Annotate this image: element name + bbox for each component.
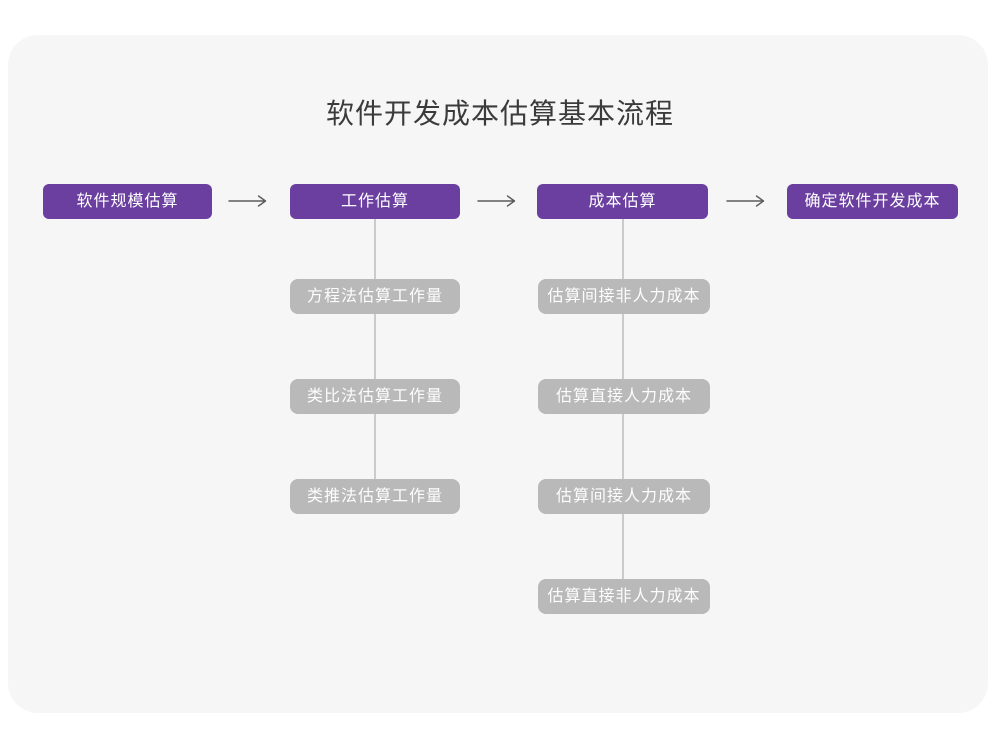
arrow-right-icon [228, 194, 272, 208]
arrow-right-icon [477, 194, 521, 208]
diagram-card [8, 35, 988, 713]
phase-box-determine-software-dev-cost: 确定软件开发成本 [787, 184, 958, 219]
sub-box-analogy-method: 类比法估算工作量 [290, 379, 460, 414]
sub-box-indirect-labor-cost: 估算间接人力成本 [538, 479, 710, 514]
arrow-right-icon [726, 194, 770, 208]
sub-box-direct-labor-cost: 估算直接人力成本 [538, 379, 710, 414]
phase-box-software-scale-estimation: 软件规模估算 [43, 184, 212, 219]
sub-box-equation-method: 方程法估算工作量 [290, 279, 460, 314]
sub-box-extrapolation-method: 类推法估算工作量 [290, 479, 460, 514]
phase-box-work-estimation: 工作估算 [290, 184, 460, 219]
connector-line-work-estimation [374, 218, 376, 479]
sub-box-direct-non-labor-cost: 估算直接非人力成本 [538, 579, 710, 614]
phase-box-cost-estimation: 成本估算 [537, 184, 708, 219]
sub-box-indirect-non-labor-cost: 估算间接非人力成本 [538, 279, 710, 314]
diagram-title: 软件开发成本估算基本流程 [325, 98, 674, 129]
